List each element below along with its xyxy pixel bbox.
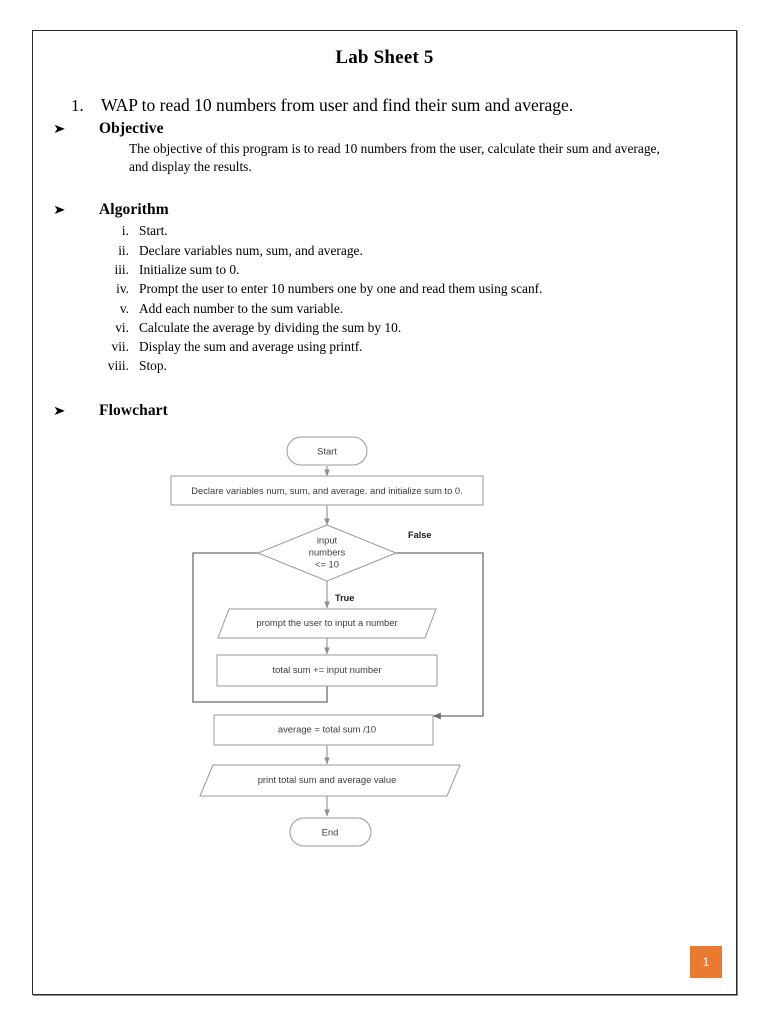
step-text: Declare variables num, sum, and average. [139, 242, 363, 258]
flowchart-node-decision-line3: <= 10 [315, 558, 339, 569]
flowchart-node-prompt [217, 608, 437, 639]
step-text: Calculate the average by dividing the su… [139, 319, 402, 335]
edge-loop-back-to-decision [192, 549, 359, 703]
flowchart-node-print [199, 764, 461, 797]
flowchart-heading: Flowchart [99, 401, 168, 419]
flowchart-edge-label-false: False [408, 530, 432, 540]
list-item: iv. Prompt the user to enter 10 numbers … [33, 279, 736, 298]
page-title: Lab Sheet 5 [335, 47, 434, 68]
step-numeral: iv. [116, 281, 129, 297]
list-item: i. Start. [33, 221, 736, 240]
step-numeral: iii. [114, 261, 129, 277]
flowchart-node-end [289, 817, 372, 847]
step-numeral: viii. [107, 358, 129, 374]
flowchart-svg: Start Declare variables num, sum, and av… [170, 436, 484, 847]
list-item: vi. Calculate the average by dividing th… [33, 318, 736, 337]
list-item: v. Add each number to the sum variable. [33, 299, 736, 318]
flowchart-node-print-label: print total sum and average value [258, 774, 397, 785]
list-item: vii. Display the sum and average using p… [33, 337, 736, 356]
list-item: iii. Initialize sum to 0. [33, 260, 736, 279]
flowchart-node-start-label: Start [317, 445, 337, 456]
question-line: 1. WAP to read 10 numbers from user and … [33, 95, 736, 116]
step-text: Prompt the user to enter 10 numbers one … [139, 281, 543, 297]
step-numeral: i. [121, 223, 129, 239]
list-item: ii. Declare variables num, sum, and aver… [33, 241, 736, 260]
step-numeral: vi. [115, 319, 129, 335]
spacer [33, 376, 736, 398]
step-numeral: ii. [118, 242, 129, 258]
flowchart-node-average-label: average = total sum /10 [278, 723, 376, 734]
arrow-bullet-icon: ➤ [53, 122, 66, 137]
step-text: Start. [139, 223, 168, 239]
flowchart-edge-label-true: True [335, 593, 354, 603]
step-numeral: v. [119, 300, 129, 316]
algorithm-list: i. Start. ii. Declare variables num, sum… [33, 221, 736, 375]
algorithm-heading: Algorithm [99, 201, 169, 219]
flowchart-node-decision-line1: input [317, 534, 338, 545]
algorithm-heading-row: ➤ Algorithm [33, 201, 736, 219]
edge-false-to-average [396, 552, 484, 720]
objective-heading: Objective [99, 120, 164, 137]
step-text: Add each number to the sum variable. [139, 300, 344, 316]
flowchart-node-prompt-label: prompt the user to input a number [256, 617, 397, 628]
question-number: 1. [71, 96, 84, 115]
flowchart-node-accumulate [216, 654, 438, 687]
flowchart-diagram: Start Declare variables num, sum, and av… [33, 426, 736, 866]
arrow-bullet-icon: ➤ [53, 203, 66, 219]
step-text: Initialize sum to 0. [139, 261, 240, 277]
question-text: WAP to read 10 numbers from user and fin… [101, 95, 574, 115]
flowchart-node-accumulate-label: total sum += input number [273, 664, 382, 675]
step-numeral: vii. [111, 339, 129, 355]
flowchart-node-declare-label: Declare variables num, sum, and average.… [191, 485, 463, 496]
page-number-text: 1 [702, 955, 710, 969]
flowchart-node-decision [256, 524, 398, 582]
flowchart-heading-row: ➤ Flowchart [33, 402, 736, 420]
flowchart-node-end-label: End [322, 826, 339, 837]
step-text: Stop. [139, 358, 167, 374]
spacer [33, 175, 736, 197]
flowchart-node-decision-line2: numbers [309, 546, 346, 557]
document-page: Lab Sheet 5 1. WAP to read 10 numbers fr… [32, 30, 737, 995]
page-number-badge: 1 [690, 946, 722, 978]
list-item: viii. Stop. [33, 356, 736, 375]
flowchart-node-average [213, 714, 434, 746]
step-text: Display the sum and average using printf… [139, 339, 363, 355]
objective-body: The objective of this program is to read… [129, 141, 660, 174]
flowchart-node-declare [170, 475, 484, 506]
arrow-bullet-icon: ➤ [53, 403, 66, 419]
objective-heading-row: ➤ Objective [33, 120, 736, 138]
flowchart-node-start [286, 436, 368, 466]
